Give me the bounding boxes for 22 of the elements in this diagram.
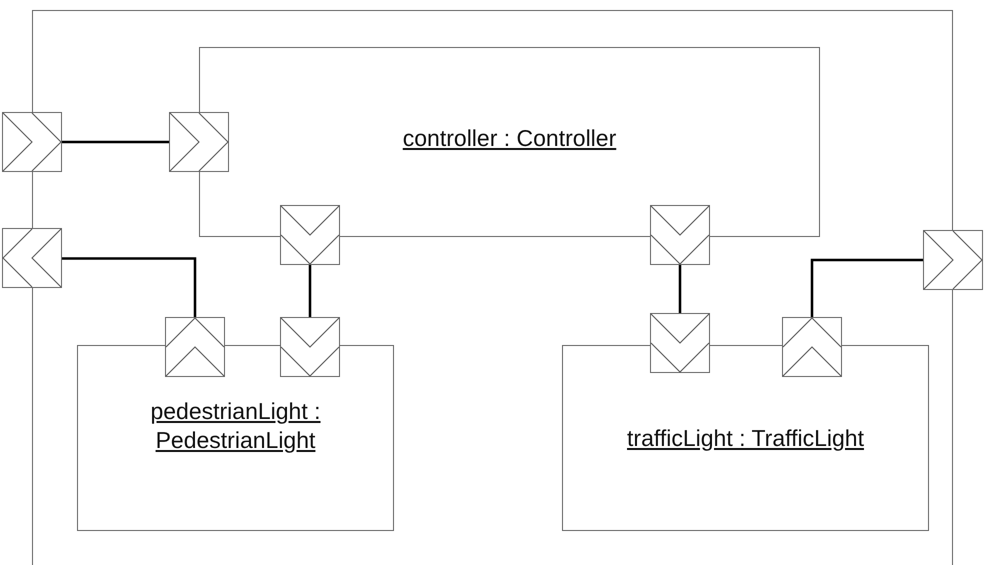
part-box [77,345,394,531]
part-label: controller : Controller [402,124,616,152]
port-box [923,230,983,290]
port-box [2,228,62,288]
connector-line [308,265,312,317]
part-box [562,345,929,531]
system-frame [32,10,953,565]
connector-line [62,140,169,144]
connector-line [810,258,923,317]
port-box [650,205,710,265]
part-label: trafficLight : TrafficLight [627,424,864,452]
port-box [165,317,225,377]
connector-line [62,257,196,317]
part-box [199,47,820,237]
connector-line [678,265,682,313]
port-box [650,313,710,373]
port-box [2,112,62,172]
port-box [782,317,842,377]
port-box [169,112,229,172]
part-label: pedestrianLight : PedestrianLight [149,397,322,455]
port-box [280,317,340,377]
port-box [280,205,340,265]
